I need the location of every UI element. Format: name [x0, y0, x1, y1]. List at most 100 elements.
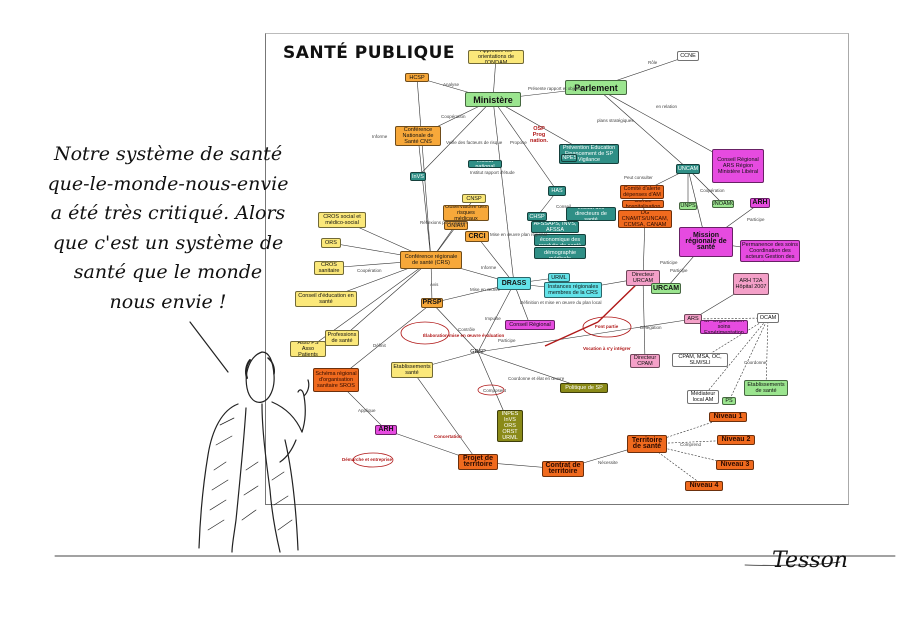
node-crci: CRCI — [465, 231, 489, 242]
edge-label: Analyse — [443, 82, 460, 87]
connector-grsp-politique-sp — [477, 351, 585, 389]
connector-parlement-uncam — [595, 87, 689, 170]
edge-label: Délégation — [640, 325, 662, 330]
connector-ministere-drass — [492, 99, 515, 284]
node-comite-alerte: Comité d'alerte dépenses d'AM — [620, 185, 664, 199]
node-comite-eco: Comité économique des produits de santé — [534, 234, 586, 246]
node-ocam: OCAM — [757, 313, 779, 323]
edge-label: Coordonne et élat en œuvre — [508, 376, 565, 381]
edge-label: Avis — [430, 282, 439, 287]
node-comite-demo: Comité de la démographie médicale — [534, 247, 586, 259]
edge-label: Applique — [358, 408, 376, 413]
node-invs: InVS — [410, 172, 426, 181]
highlight-ellipse-1 — [400, 321, 450, 345]
connector-prsp-schema — [335, 302, 433, 381]
edge-label: Démarche et entreprise — [342, 457, 393, 462]
edge-label: Institut rapport d'étude — [470, 170, 515, 175]
node-conseil-edu: Conseil d'éducation en santé — [295, 291, 357, 307]
node-parlement: Parlement — [565, 80, 627, 95]
node-urcam: URCAM — [651, 283, 681, 294]
node-hcsp: HCSP — [405, 73, 429, 82]
edge-label: Mise en œuvre — [470, 287, 501, 292]
connector-drass-conseil-reg — [513, 283, 531, 326]
artist-signature: Tesson — [772, 548, 848, 573]
highlight-ellipse-3 — [352, 452, 394, 468]
edge-label: Veille des facteurs de risque — [446, 140, 503, 145]
node-inpes: INPES — [561, 154, 577, 162]
node-has: HAS — [548, 186, 566, 196]
node-mission: Mission régionale de santé — [679, 227, 733, 257]
node-niveau3: Niveau 3 — [716, 460, 754, 470]
edge-label: Contrôle — [458, 327, 476, 332]
node-mediateur: Médiateur local AM — [687, 390, 719, 404]
node-comite-hosp: Comité hospitalisation — [622, 200, 664, 208]
edge-label: Coordonne — [744, 360, 767, 365]
node-repartition: Répartition PS Permanence des soins Coor… — [740, 240, 800, 262]
edge-label: Informe — [481, 265, 497, 270]
node-schema: Schéma régional d'organisation sanitaire… — [313, 368, 359, 392]
node-inst-dir: Institut des directeurs de santé — [566, 207, 616, 221]
edge-label: Participe — [660, 260, 678, 265]
node-niveau4: Niveau 4 — [685, 481, 723, 491]
edge-label: Nécessite — [598, 460, 618, 465]
node-asso-ps: Asso PS Asso Patients — [290, 341, 326, 357]
node-sp-org: SP Organisation soins Expérimentation — [700, 320, 748, 334]
node-ors: ORS — [321, 238, 341, 248]
edge-label: Propose — [510, 140, 527, 145]
node-crs: Conférence régionale de santé (CRS) — [400, 251, 462, 269]
connector-grsp-ars — [477, 318, 694, 353]
edge-label: Font partie — [595, 324, 619, 329]
node-instances: Instances régionales membres de la CRS — [544, 282, 602, 298]
node-drass: DRASS — [497, 277, 531, 290]
connector-uncam-unoamc — [687, 168, 724, 205]
node-cros2: CROS sanitaire — [314, 261, 344, 275]
connector-crs-prof-sante — [341, 259, 432, 339]
edge-label: Participe — [670, 268, 688, 273]
edge-label: en relation — [656, 104, 678, 109]
connector-dg-cnamts-dir-urcam — [642, 218, 646, 279]
speech-line: que c'est un système de — [52, 231, 284, 254]
node-dir-urcam: Directeur URCAM — [626, 270, 660, 286]
node-institut: Institut national — [468, 160, 502, 168]
connector-ocam-mediateur — [702, 317, 769, 398]
edge-label: Coopération — [700, 188, 725, 193]
edge-label: Coopération — [441, 114, 466, 119]
node-urml: URML — [548, 273, 570, 282]
highlight-ellipse-2 — [477, 384, 505, 396]
connector-ministere-has — [492, 99, 558, 192]
connector-drass-grsp — [477, 283, 515, 353]
node-ps: PS — [722, 397, 736, 405]
edge-label: Définition et mise en œuvre du plan loca… — [520, 300, 602, 305]
speech-line: Notre système de santé — [53, 143, 283, 165]
node-obs: Observatoire des risques médicaux — [443, 205, 489, 221]
node-conf-nat: Conférence Nationale de Santé CNS — [395, 126, 441, 146]
diagram-board — [265, 33, 849, 505]
edge-label: Participe — [498, 338, 516, 343]
node-arh-t2a: ARH T2A Hôpital 2007 — [733, 273, 769, 295]
node-projet: Projet de territoire — [458, 454, 498, 470]
connector-ocam-etab-sante2 — [765, 317, 769, 389]
node-cnsp: CNSP — [462, 194, 486, 203]
connector-etab-sante-projet — [411, 369, 479, 463]
edge-label: Conseil — [556, 204, 572, 209]
node-cros: CROS social et médico-social — [318, 212, 366, 228]
node-cpam: CPAM, MSA, OC, SLM/SLI — [672, 353, 728, 367]
connector-ministere-invs — [417, 99, 494, 177]
node-chsp: CHSP — [527, 212, 547, 221]
edge-label: Composent — [483, 388, 507, 393]
node-dg-cnamts: DG CNAMTS/UNCAM, CCMSA, CANAM — [618, 210, 672, 228]
node-grsp: GRSP — [470, 349, 486, 355]
node-politique-sp: Politique de SP — [560, 383, 608, 393]
edge-label: Rôle — [648, 60, 658, 65]
edge-label: Peut consulter — [624, 175, 653, 180]
node-oniam: ONIAM — [444, 221, 468, 230]
connector-conf-nat-crs — [417, 135, 432, 261]
node-contrat: Contrat de territoire — [542, 461, 584, 477]
connector-crci-drass — [476, 236, 515, 284]
node-prsp: PRSP — [421, 298, 443, 308]
node-cnne: CCNE — [677, 51, 699, 61]
speech-line: santé que le monde — [73, 261, 263, 283]
edge-label: Coopération — [357, 268, 382, 273]
edge-label: Mise en œuvre plan régional — [490, 232, 548, 237]
node-conseil-reg: Conseil Régional — [505, 320, 555, 330]
